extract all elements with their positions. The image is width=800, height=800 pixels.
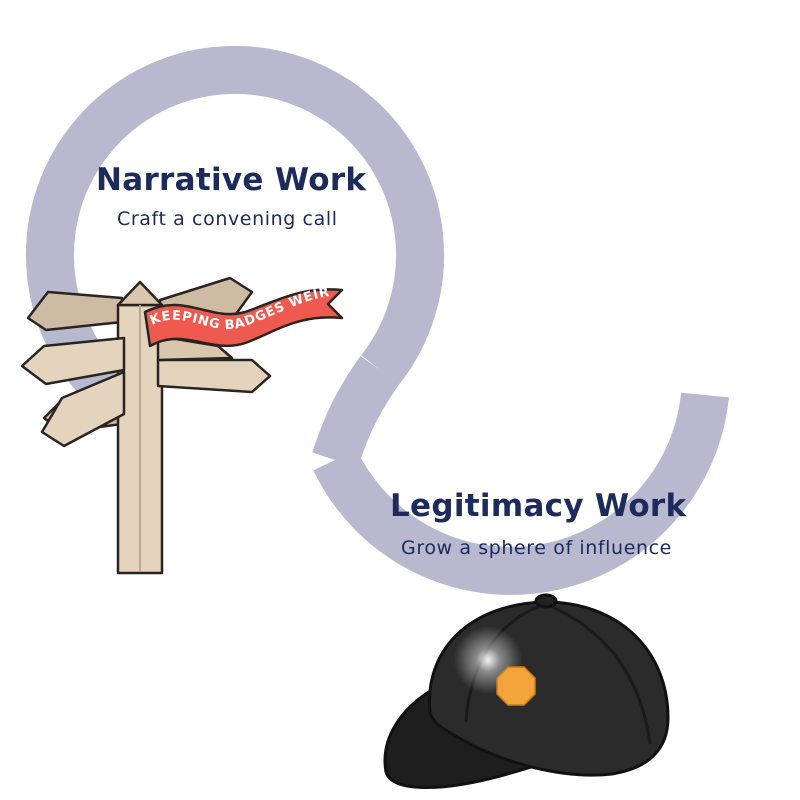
signpost-pole-cap xyxy=(116,280,164,307)
cap-button xyxy=(534,593,558,609)
narrative-work-subtitle: Craft a convening call xyxy=(117,208,338,230)
banner-ribbon xyxy=(143,288,344,348)
cap-badge-icon xyxy=(496,666,536,706)
loop-lower-arc xyxy=(313,392,729,595)
legitimacy-work-title: Legitimacy Work xyxy=(390,488,687,524)
narrative-work-title: Narrative Work xyxy=(96,162,367,198)
signpost-arm-right-lower xyxy=(156,358,272,394)
loop-crossover xyxy=(312,356,400,468)
loop-ribbon xyxy=(26,46,729,595)
signpost-arm-back-left xyxy=(26,290,124,332)
cap-seam-right xyxy=(544,602,652,745)
signpost-arm-left xyxy=(20,336,126,386)
legitimacy-work-subtitle: Grow a sphere of influence xyxy=(401,537,672,559)
loop-upper-arc xyxy=(26,46,445,419)
signpost-arm-left-lower xyxy=(40,370,126,448)
signpost xyxy=(20,276,272,575)
